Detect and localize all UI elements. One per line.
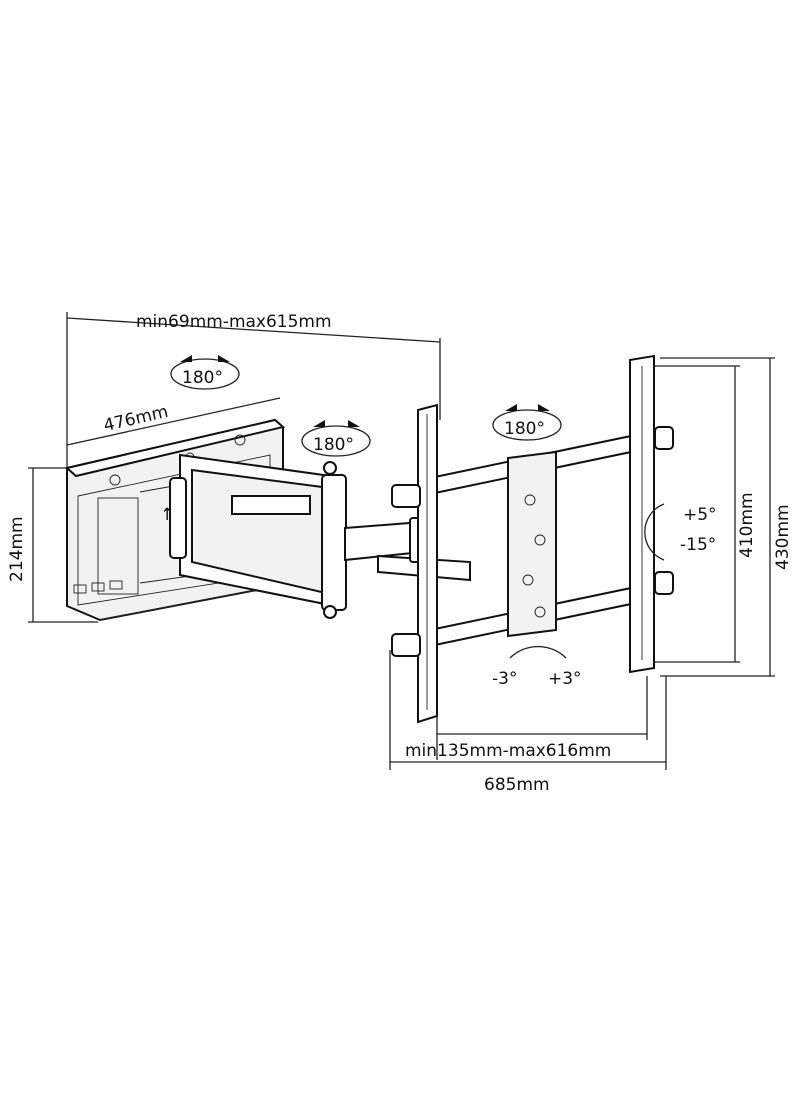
rotation-indicators [170,355,665,659]
tilt-down-label: -15° [680,535,716,555]
arm-swivel-label: 180° [313,435,354,455]
level-right-label: +3° [548,669,582,689]
rotation-labels: 180° 180° 180° +5° -15° -3° +3° [182,368,717,689]
level-left-label: -3° [492,669,517,689]
vesa-vertical-outer-label: 430mm [773,504,793,570]
overall-width-label: 685mm [484,775,550,795]
dimension-lines [28,312,775,770]
wall-swivel-label: 180° [182,368,223,388]
tv-bracket-rails [391,354,674,724]
arm-extension-label: min69mm-max615mm [136,312,332,332]
head-swivel-label: 180° [504,419,545,439]
wall-plate-width-label: 476mm [102,402,170,436]
articulating-arm [169,453,471,619]
wall-plate-height-label: 214mm [7,516,27,582]
tilt-up-label: +5° [683,505,717,525]
vesa-horizontal-range-label: min135mm-max616mm [405,741,611,761]
vesa-vertical-inner-label: 410mm [737,492,757,558]
